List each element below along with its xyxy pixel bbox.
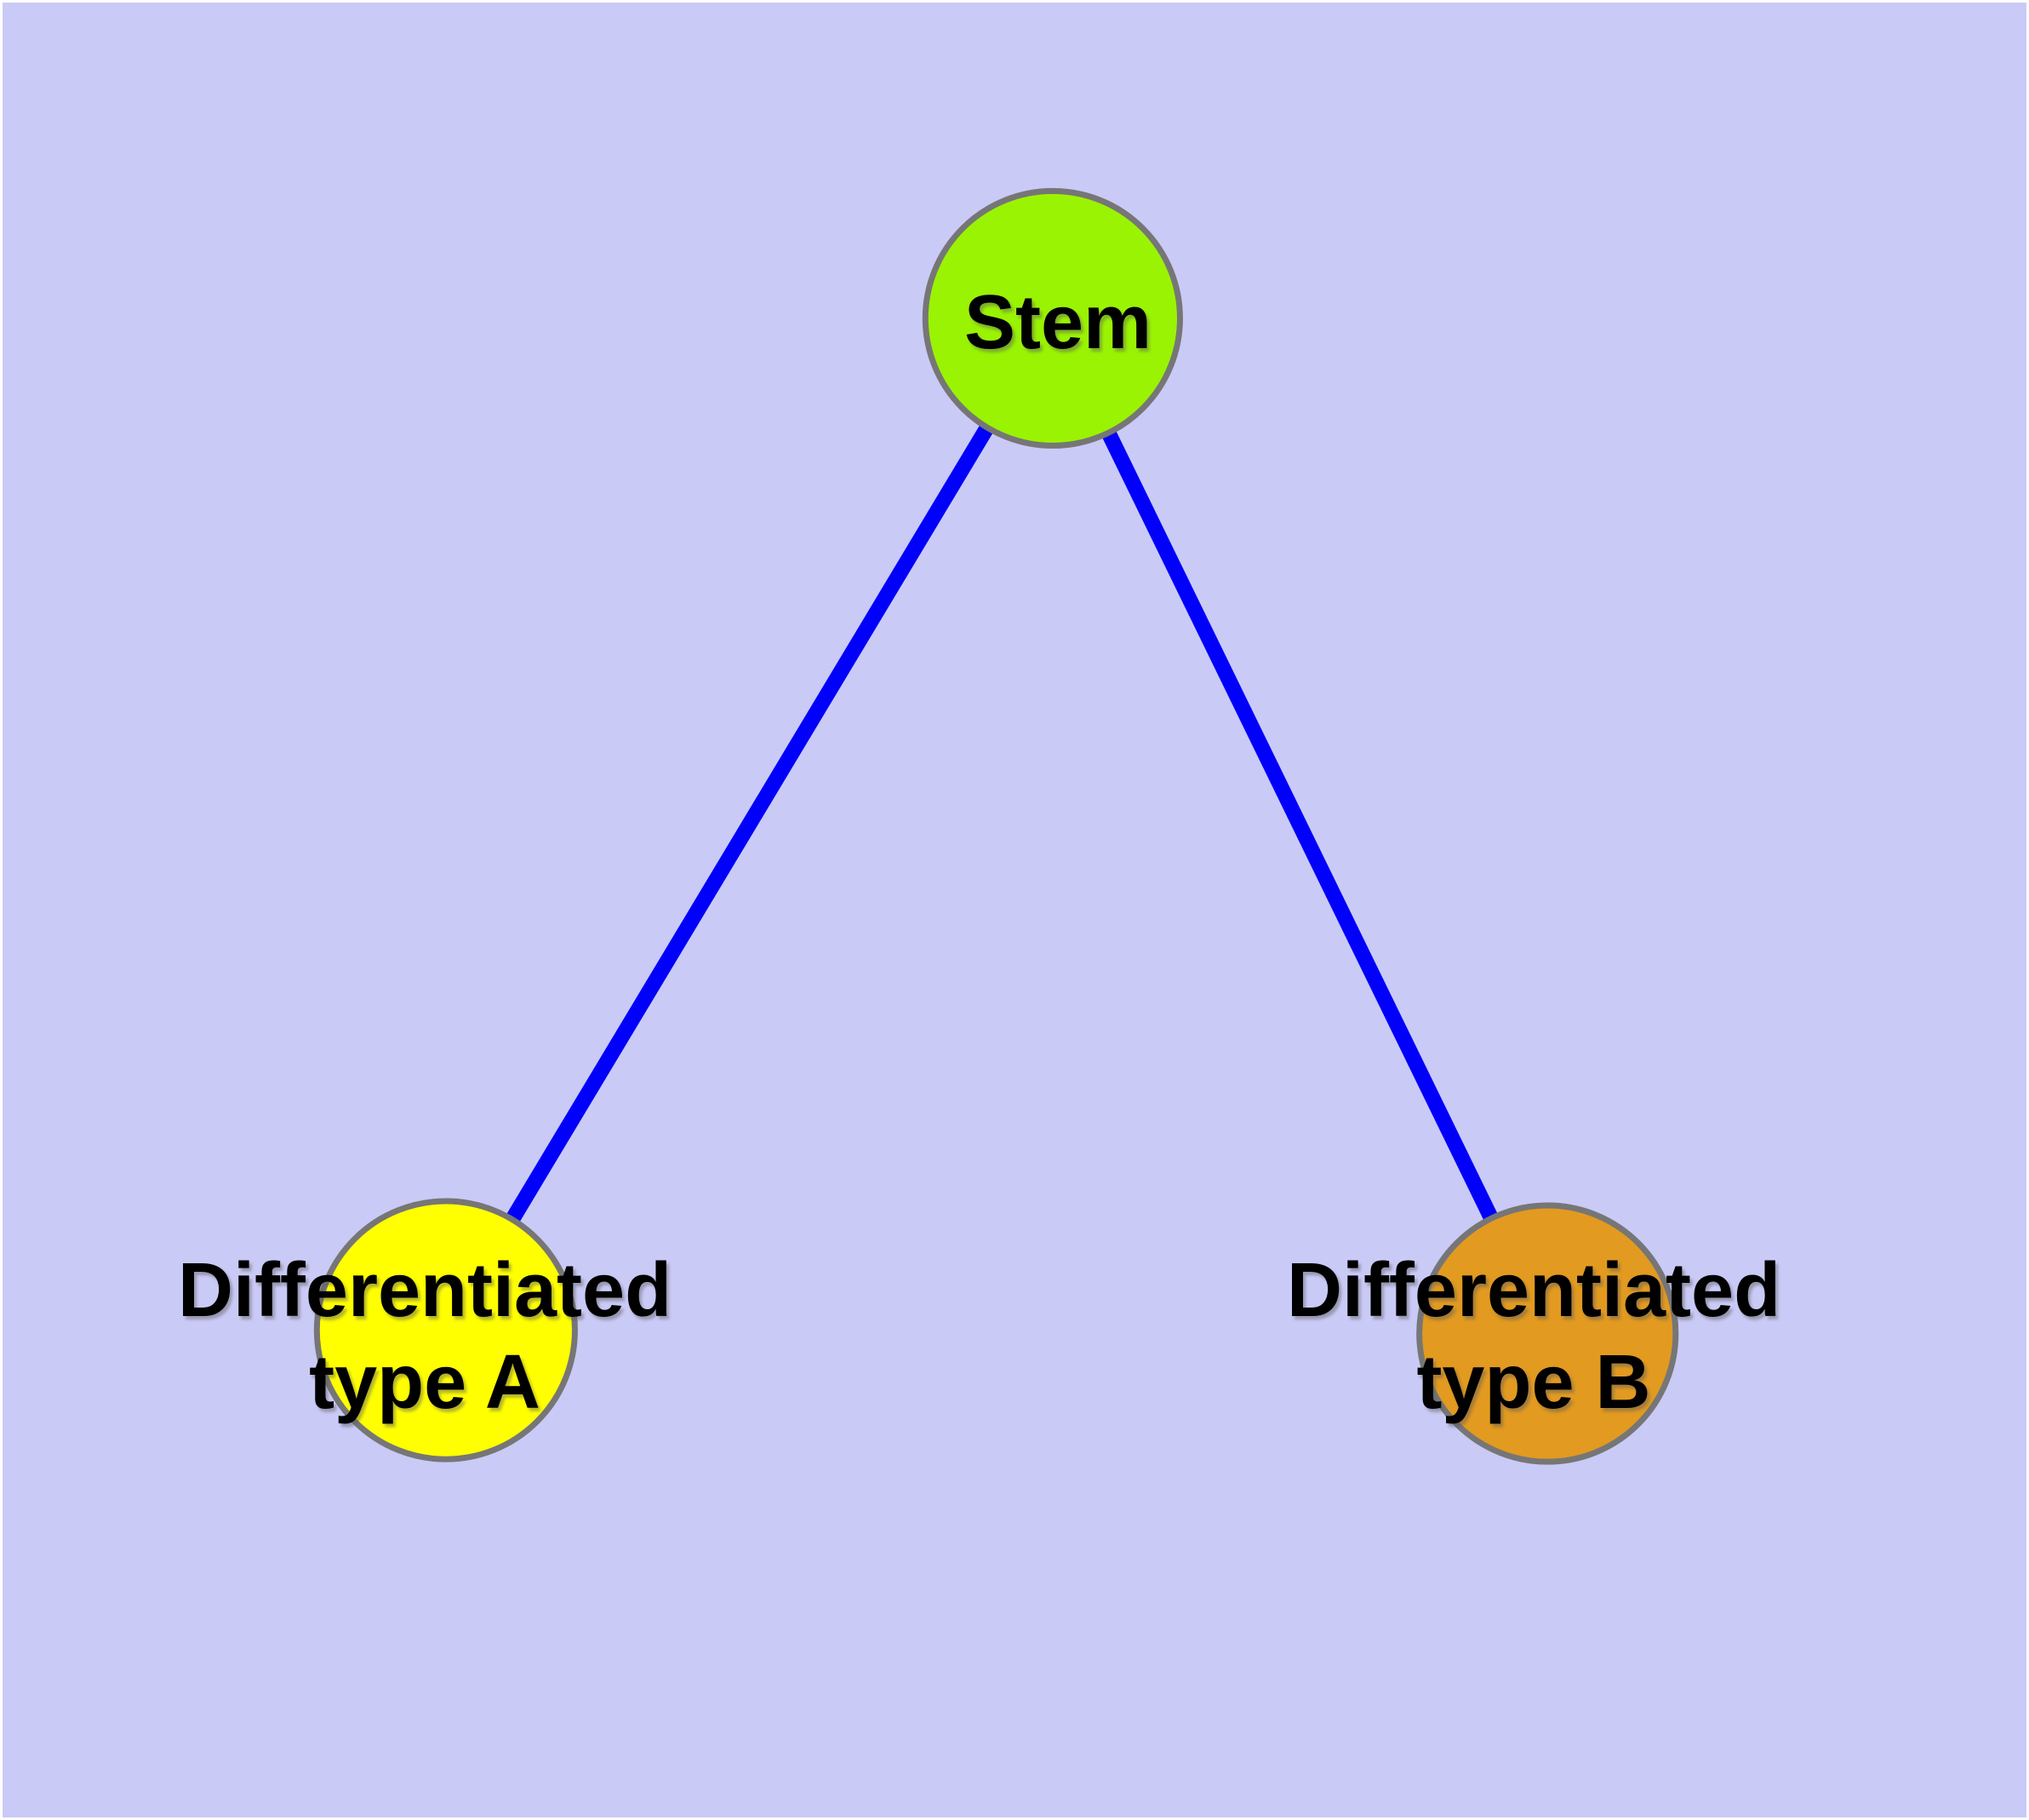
graph-svg — [313, 187, 1679, 1465]
edge-stem-to-type-a — [439, 314, 1060, 1335]
stem-node-circle — [922, 187, 1183, 449]
edge-stem-to-type-b — [1045, 315, 1555, 1337]
differentiated-type-b-node-circle — [1416, 1202, 1679, 1465]
differentiated-type-a-node-circle — [313, 1198, 578, 1462]
